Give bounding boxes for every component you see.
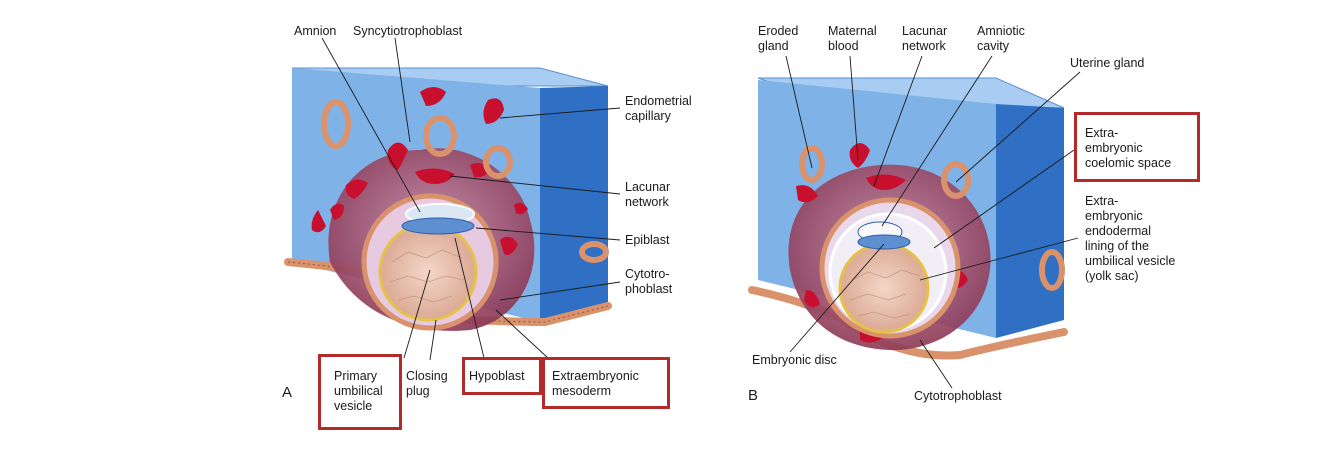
label-extraembryonic-coelomic-space: Extra- embryonic coelomic space: [1085, 126, 1172, 170]
panel-a-block-side: [540, 86, 608, 322]
panel-b-artwork: [748, 55, 1081, 389]
panel-a-primary-umbilical-vesicle: [378, 222, 478, 322]
highlight-box-extraembryonic-coelomic-space: [1074, 112, 1200, 182]
panel-a-letter: A: [282, 384, 293, 401]
label-epiblast: Epiblast: [625, 233, 670, 247]
label-cytotrophoblast-b: Cytotrophoblast: [914, 389, 1002, 403]
panel-b-letter: B: [748, 387, 759, 404]
panel-a-artwork: [284, 37, 621, 361]
highlight-box-extraembryonic-mesoderm: [542, 357, 670, 409]
label-embryonic-disc: Embryonic disc: [752, 353, 837, 367]
panel-b-leader-lines: [785, 55, 1081, 389]
panel-b-embryonic-disc: [857, 234, 911, 250]
label-amniotic-cavity: Amniotic cavity: [977, 24, 1025, 53]
label-extraembryonic-mesoderm: Extraembryonic mesoderm: [552, 369, 639, 398]
label-uterine-gland: Uterine gland: [1070, 56, 1145, 70]
label-endometrial-capillary: Endometrial capillary: [625, 94, 692, 123]
panel-b-umbilical-vesicle: [838, 242, 930, 334]
label-extraembryonic-endodermal-lining: Extra- embryonic endodermal lining of th…: [1085, 194, 1176, 283]
panel-a-uterine-glands: [321, 99, 609, 263]
highlight-box-primary-umbilical-vesicle: [318, 354, 402, 430]
label-amnion: Amnion: [294, 24, 337, 38]
label-cytotrophoblast-a: Cytotro- phoblast: [625, 267, 673, 296]
panel-a-epiblast-disc: [401, 217, 475, 235]
label-primary-umbilical-vesicle: Primary umbilical vesicle: [334, 369, 383, 413]
panel-b-block-side: [996, 104, 1064, 338]
label-lacunar-network-a: Lacunar network: [625, 180, 671, 209]
label-hypoblast: Hypoblast: [469, 369, 525, 383]
label-eroded-gland: Eroded gland: [758, 24, 799, 53]
panel-a-leader-lines: [321, 37, 621, 361]
highlight-box-hypoblast: [462, 357, 542, 395]
panel-b-epithelium: [748, 286, 1068, 360]
label-closing-plug: Closing plug: [406, 369, 448, 398]
label-maternal-blood: Maternal blood: [828, 24, 877, 53]
label-lacunar-network-b: Lacunar network: [902, 24, 948, 53]
label-syncytiotrophoblast: Syncytiotrophoblast: [353, 24, 463, 38]
panel-b-uterine-glands: [799, 145, 1065, 291]
